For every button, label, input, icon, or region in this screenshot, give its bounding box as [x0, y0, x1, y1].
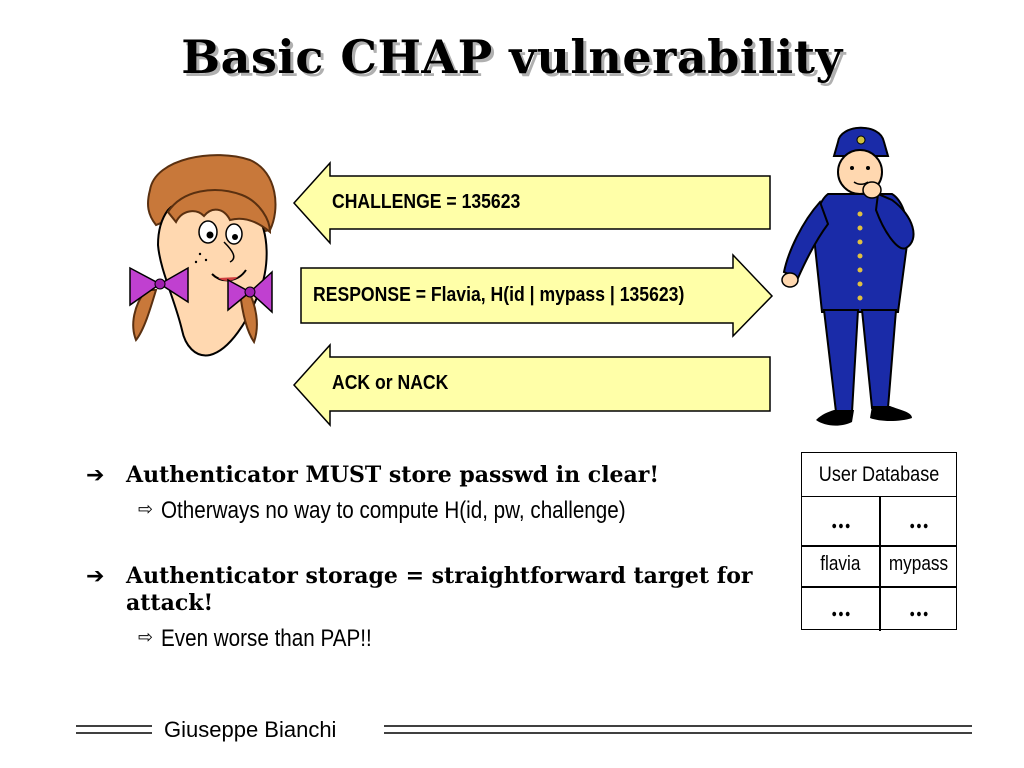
table-cell: … [830, 593, 851, 622]
bullet-text: Authenticator MUST store passwd in clear… [126, 462, 660, 488]
bullet-item: ➔ Authenticator MUST store passwd in cle… [86, 462, 766, 525]
table-divider [802, 586, 956, 588]
sub-bullet-text: Otherways no way to compute H(id, pw, ch… [161, 497, 626, 524]
girl-cartoon-icon [129, 154, 277, 357]
challenge-arrow [292, 161, 771, 245]
table-divider [802, 545, 956, 547]
arrow-right-icon: ➔ [86, 564, 105, 589]
arrow-right-icon: ➔ [86, 463, 105, 488]
response-label: RESPONSE = Flavia, H(id | mypass | 13562… [313, 284, 685, 306]
table-cell: … [830, 505, 851, 534]
table-cell: mypass [888, 553, 948, 575]
ack-arrow [292, 343, 771, 427]
bullet-text: Authenticator storage = straightforward … [126, 563, 753, 616]
response-arrow [300, 253, 774, 338]
user-database-title: User Database [802, 453, 956, 497]
sub-bullet: ⇨ Even worse than PAP!! [138, 625, 766, 653]
sub-bullet: ⇨ Otherways no way to compute H(id, pw, c… [138, 497, 766, 525]
footer-author: Giuseppe Bianchi [164, 717, 337, 742]
table-cell: … [908, 505, 929, 534]
bullet-item: ➔ Authenticator storage = straightforwar… [86, 563, 766, 653]
outline-arrow-icon: ⇨ [138, 499, 154, 520]
challenge-label: CHALLENGE = 135623 [332, 191, 521, 213]
outline-arrow-icon: ⇨ [138, 627, 154, 648]
sub-bullet-text: Even worse than PAP!! [161, 625, 372, 652]
user-database-table: User Database … … flavia mypass … … [801, 452, 957, 631]
table-cell: flavia [820, 553, 861, 575]
ack-label: ACK or NACK [332, 372, 449, 394]
bullet-list: ➔ Authenticator MUST store passwd in cle… [86, 462, 766, 653]
table-divider [879, 497, 881, 631]
policeman-cartoon-icon [781, 126, 915, 426]
table-cell: … [908, 593, 929, 622]
slide-title: Basic CHAP vulnerability [181, 30, 843, 84]
